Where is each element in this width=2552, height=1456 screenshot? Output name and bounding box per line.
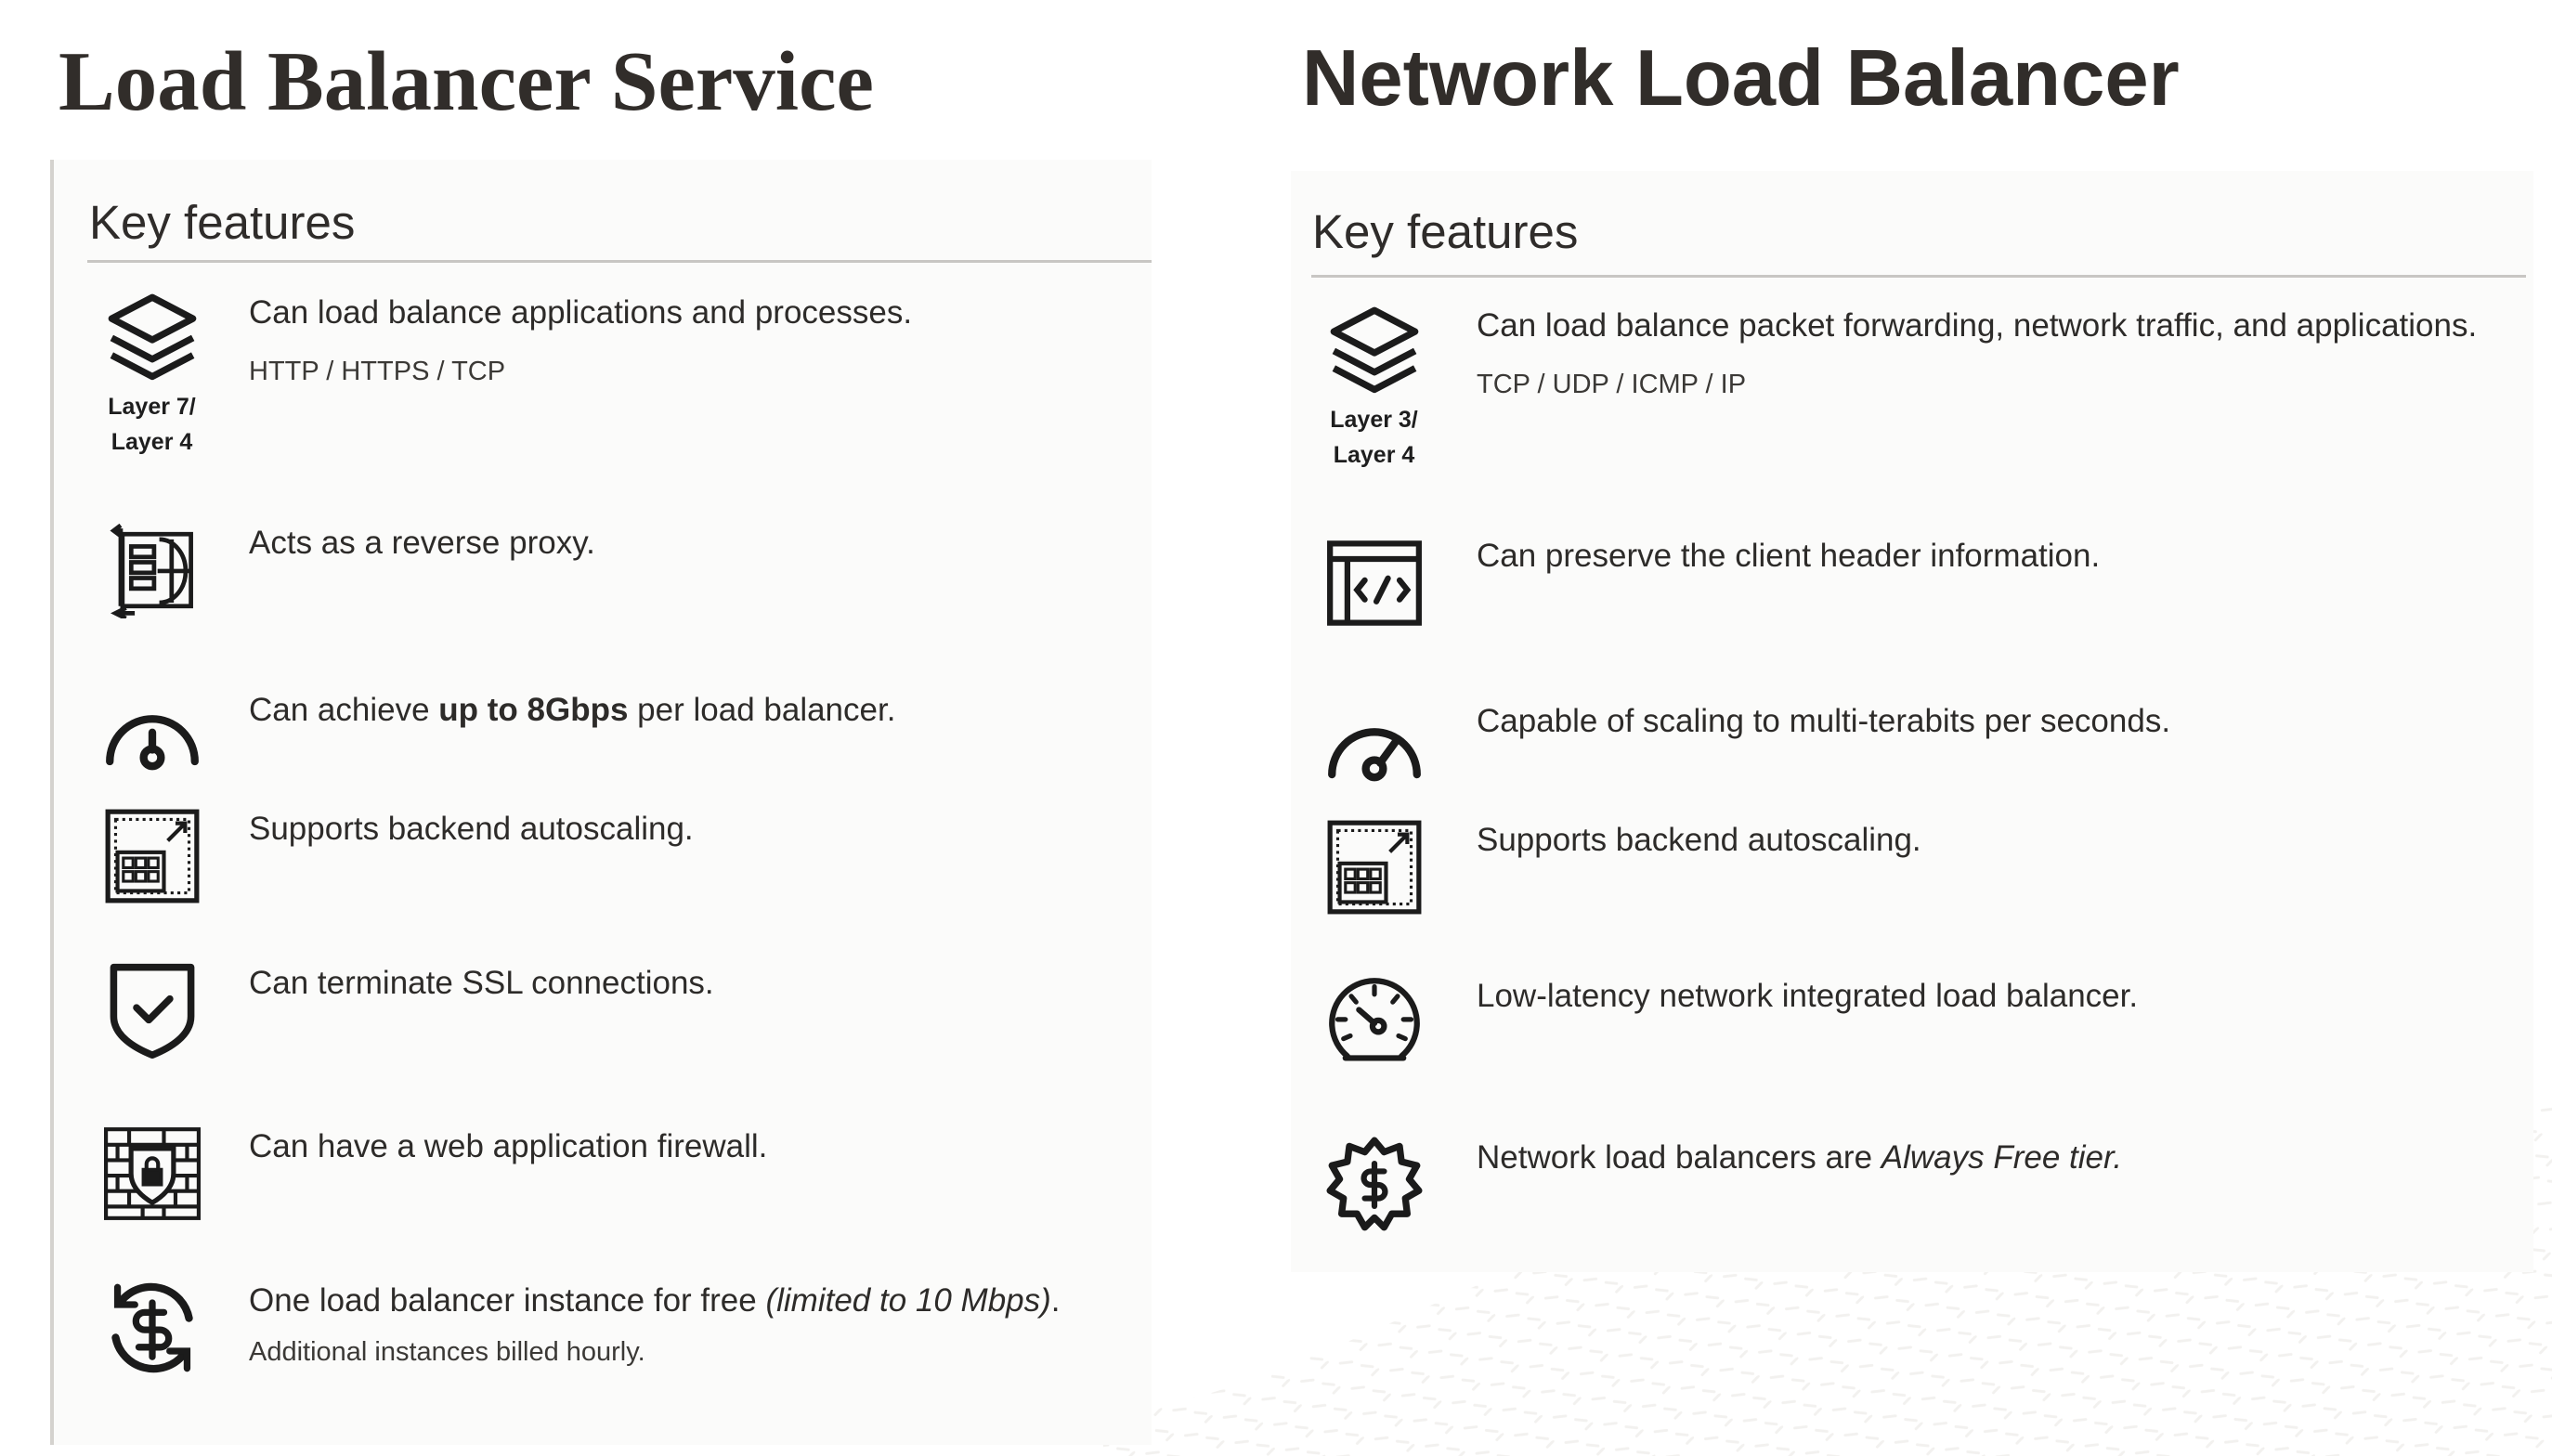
feature-text: Network load balancers are Always Free t… [1477, 1139, 2123, 1176]
gauge-icon [105, 715, 199, 771]
protocol-list: HTTP / HTTPS / TCP [249, 357, 506, 386]
billing-note: Additional instances billed hourly. [249, 1337, 645, 1367]
layers-icon [108, 293, 196, 381]
feature-text: Can terminate SSL connections. [249, 965, 714, 1001]
feature-text: Capable of scaling to multi-terabits per… [1477, 703, 2171, 739]
feature-text: Supports backend autoscaling. [249, 811, 694, 847]
feature-text: Can preserve the client header informati… [1477, 538, 2101, 574]
feature-text: One load balancer instance for free (lim… [249, 1282, 1061, 1319]
load-balancer-features-panel: Key features Layer 7/ Layer 4 Can load b… [50, 160, 1152, 1445]
left-slide-title: Load Balancer Service [59, 34, 874, 128]
feature-text: Can load balance packet forwarding, netw… [1477, 307, 2478, 344]
reverse-proxy-icon [109, 523, 193, 618]
free-badge-icon [1326, 1137, 1422, 1231]
divider [1311, 275, 2526, 278]
autoscaling-icon [105, 809, 199, 904]
key-features-heading: Key features [89, 196, 356, 249]
layer-caption-line2: Layer 4 [111, 429, 193, 455]
dollar-cycle-icon [111, 1282, 193, 1373]
speedometer-icon [1328, 978, 1420, 1061]
feature-text: Can achieve up to 8Gbps per load balance… [249, 692, 896, 728]
feature-text: Supports backend autoscaling. [1477, 822, 1921, 858]
feature-text: Low-latency network integrated load bala… [1477, 978, 2139, 1014]
autoscaling-icon [1327, 820, 1421, 915]
right-slide-title: Network Load Balancer [1302, 34, 2180, 123]
key-features-heading: Key features [1312, 205, 1579, 258]
network-load-balancer-features-panel: Key features Layer 3/ Layer 4 Can load b… [1291, 171, 2533, 1272]
protocol-list: TCP / UDP / ICMP / IP [1477, 370, 1747, 399]
shield-check-icon [110, 963, 194, 1059]
firewall-icon [103, 1127, 201, 1220]
gauge-icon [1327, 728, 1421, 782]
divider [87, 260, 1152, 263]
feature-text: Can load balance applications and proces… [249, 294, 913, 331]
layer-caption-line2: Layer 4 [1333, 442, 1415, 468]
layers-icon [1330, 306, 1418, 394]
feature-text: Can have a web application firewall. [249, 1128, 768, 1164]
code-window-icon [1326, 540, 1422, 626]
feature-text: Acts as a reverse proxy. [249, 525, 595, 561]
layer-caption-line1: Layer 7/ [108, 394, 196, 420]
layer-caption-line1: Layer 3/ [1330, 407, 1418, 433]
